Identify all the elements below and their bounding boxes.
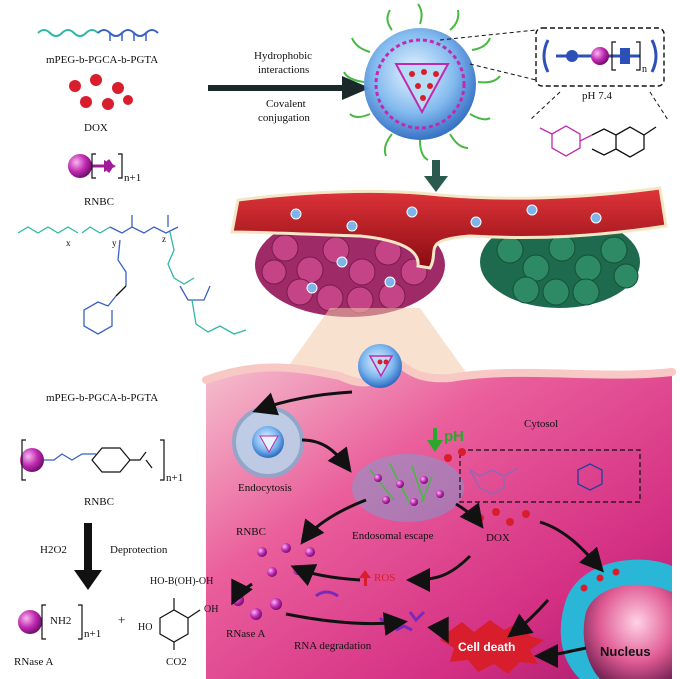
rnase-a-cell-label: RNase A <box>226 628 266 640</box>
byproduct-ho-label: HO <box>138 622 153 633</box>
polymer-chain-icon <box>37 29 159 41</box>
interactions-label: interactions <box>258 64 310 76</box>
inset-n-label: n <box>642 64 647 75</box>
rnbc-unit-icon <box>68 153 123 179</box>
co2-label: CO2 <box>166 656 187 668</box>
circulation-arrow <box>424 160 448 192</box>
polymer-name-top: mPEG-b-PGCA-b-PGTA <box>46 54 159 66</box>
rnbc-label-top: RNBC <box>84 196 114 208</box>
dox-label: DOX <box>84 122 108 134</box>
rnbc-label-mid: RNBC <box>84 496 114 508</box>
pathway-arrows <box>231 390 604 668</box>
polymer-backbone-inset <box>535 27 665 87</box>
nucleus-label: Nucleus <box>600 644 651 659</box>
boronate-ester-icon <box>539 125 657 158</box>
dox-molecules-icon <box>69 74 133 110</box>
escape-cluster-icon <box>352 454 464 522</box>
ph-label: pH <box>444 428 464 445</box>
dox-cell-label: DOX <box>486 532 510 544</box>
h2o2-label: H2O2 <box>40 544 67 556</box>
rnbc-repeat-label: n+1 <box>124 172 142 184</box>
product-n-label: n+1 <box>84 628 102 640</box>
rnase-label-left: RNase A <box>14 656 54 668</box>
boric-acid-label: HO-B(OH)-OH <box>150 576 214 587</box>
ros-label: ROS <box>374 572 396 584</box>
ph-drop-arrow <box>427 428 443 452</box>
polymer-name-mid: mPEG-b-PGCA-b-PGTA <box>46 392 159 404</box>
nh2-label: NH2 <box>50 615 72 627</box>
released-dox-icon <box>444 448 530 526</box>
plus-sign: + <box>118 612 126 627</box>
covalent-label: Covalent <box>266 98 306 110</box>
rnase-product-icon <box>18 604 83 640</box>
deprotection-arrow <box>74 523 102 590</box>
rnbc-cell-label: RNBC <box>236 526 266 538</box>
cytosol-label: Cytosol <box>524 418 559 430</box>
chain-y-label: y <box>112 238 117 248</box>
zoom-lines <box>439 29 669 121</box>
cell-death-label: Cell death <box>458 640 516 654</box>
entering-nanoparticle-icon <box>358 344 402 388</box>
nanoparticle-icon <box>343 3 501 161</box>
chain-x-label: x <box>66 238 71 248</box>
ros-arrow <box>359 570 371 586</box>
assembly-arrow <box>208 76 370 100</box>
hydrophobic-label: Hydrophobic <box>254 50 313 62</box>
polymer-structure-icon <box>17 215 247 335</box>
byproduct-oh-label: OH <box>204 604 219 615</box>
boronic-acid-box <box>459 449 641 503</box>
conjugation-label: conjugation <box>258 112 310 124</box>
endocytosis-label: Endocytosis <box>238 482 292 494</box>
rnbc-structure-n: n+1 <box>166 472 184 484</box>
rna-degradation-label: RNA degradation <box>294 640 372 652</box>
rnbc-structure-icon <box>20 439 165 481</box>
nucleus-icon <box>560 559 672 679</box>
deprotection-label: Deprotection <box>110 544 168 556</box>
tumor-tissue <box>255 213 640 317</box>
endosomal-escape-label: Endosomal escape <box>352 530 434 542</box>
zoom-beam <box>280 308 470 378</box>
byproduct-structure-icon <box>159 598 201 650</box>
blood-vessel <box>230 186 668 294</box>
chain-z-label: z <box>162 234 166 244</box>
ph-74-label: pH 7.4 <box>582 90 612 102</box>
endosome-vesicle-icon <box>232 406 304 478</box>
